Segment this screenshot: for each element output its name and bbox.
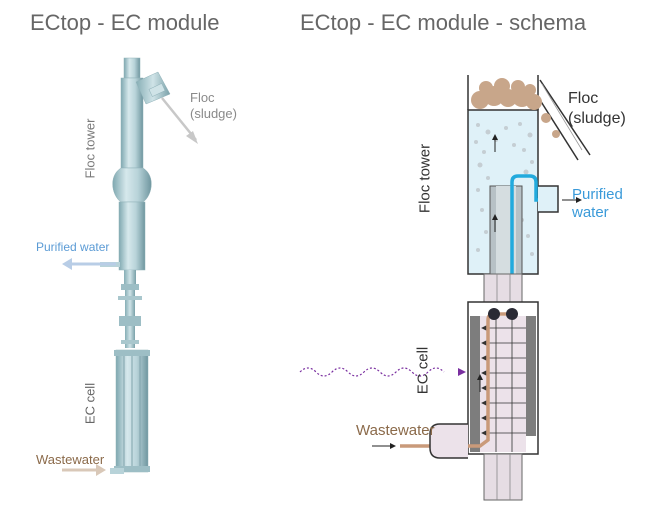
electrode-node-right xyxy=(506,308,518,320)
electrode-right xyxy=(526,316,536,436)
schema-ec-cell-label: EC cell xyxy=(414,346,432,395)
schema-wastewater-label: Wastewater xyxy=(356,422,435,439)
connecting-pipe xyxy=(483,273,523,305)
right-panel-title: ECtop - EC module - schema xyxy=(300,10,587,35)
schema-floc-tower-label: Floc tower xyxy=(416,143,434,214)
sludge-chute xyxy=(539,79,591,156)
left-purified-water-label: Purified water xyxy=(36,240,110,254)
schema-water-label: water xyxy=(572,204,609,221)
bottom-drain xyxy=(483,453,523,501)
electrode-left xyxy=(470,316,480,452)
left-sludge-label: (sludge) xyxy=(190,106,237,121)
left-panel-title: ECtop - EC module xyxy=(30,10,220,35)
tower-bubbles xyxy=(474,122,534,256)
floc-tower-lower xyxy=(118,201,146,271)
floc-foam xyxy=(471,78,560,138)
left-wastewater-label: Wastewater xyxy=(36,452,105,467)
schema-purified-label: Purified xyxy=(572,186,623,203)
schema-sludge-label: (sludge) xyxy=(568,110,626,127)
electrode-node-left xyxy=(488,308,500,320)
left-floc-label: Floc xyxy=(190,90,215,105)
field-arrows xyxy=(481,325,526,436)
electricity-wave xyxy=(299,367,445,377)
schema-floc-label: Floc xyxy=(568,90,599,107)
purified-water-pipe xyxy=(510,174,555,300)
